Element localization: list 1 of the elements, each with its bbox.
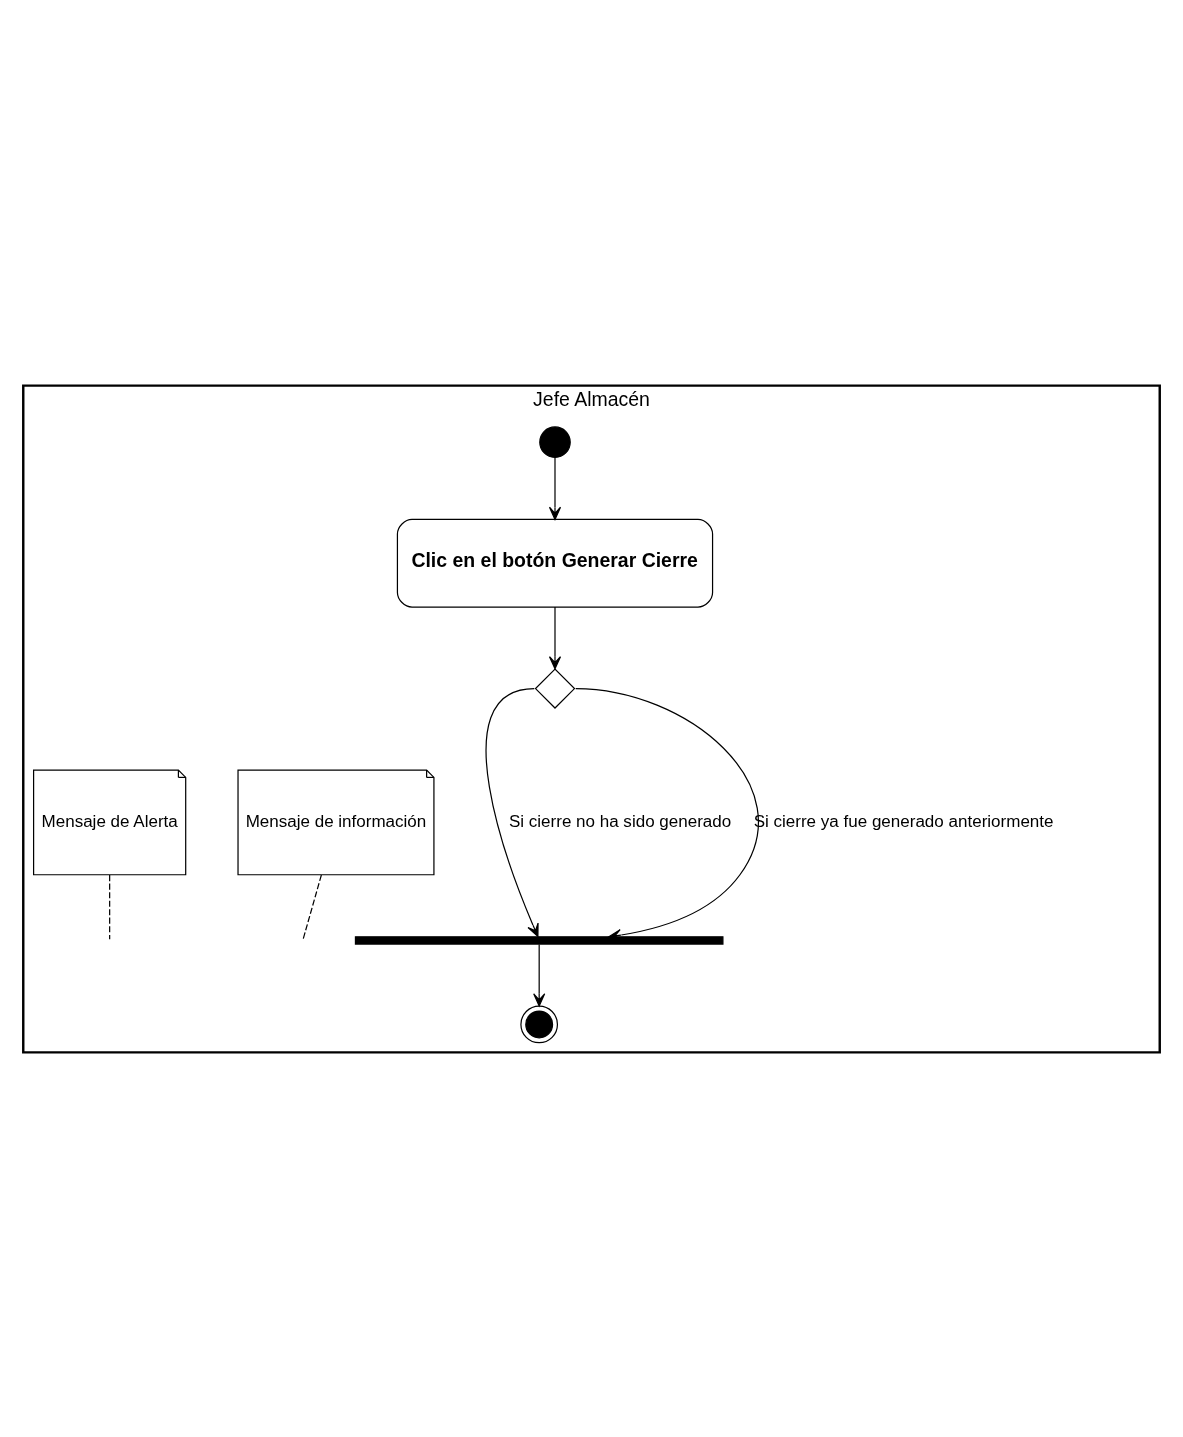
edge-label: Si cierre no ha sido generado: [508, 811, 732, 831]
